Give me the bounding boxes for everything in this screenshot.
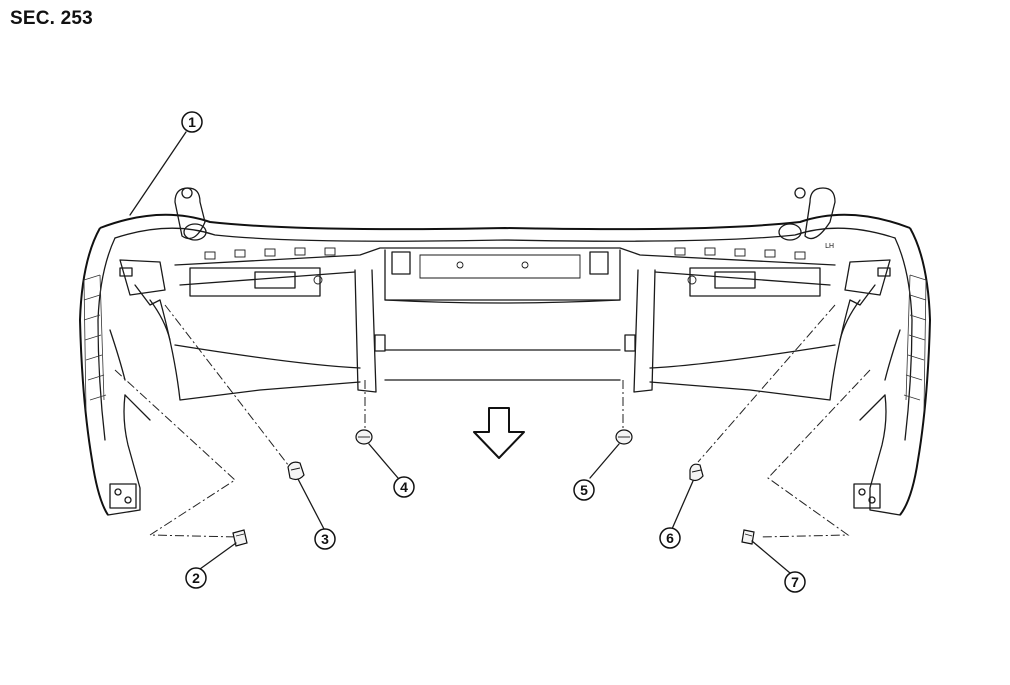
section-label: SEC. 253 [10,8,93,29]
callout-6: 6 [659,527,681,549]
callout-2: 2 [185,567,207,589]
bumper-marking: LH [825,242,834,250]
callout-number-5: 5 [580,482,588,498]
bumper-fascia: LH [79,187,931,516]
callout-number-7: 7 [791,574,799,590]
parking-sensor-right-corner [689,463,704,482]
guide-lines [114,304,871,538]
callout-number-3: 3 [321,531,329,547]
callout-number-1: 1 [188,114,196,130]
callout-number-2: 2 [192,570,200,586]
callout-7: 7 [784,571,806,593]
parking-sensor-center-right [615,429,633,445]
corner-sensor-clip-left [232,529,248,547]
callout-4: 4 [393,476,415,498]
callout-number-4: 4 [400,479,408,495]
sensor-parts [232,429,755,547]
parking-sensor-left-corner [287,461,305,481]
callout-1: 1 [181,111,203,133]
callout-number-6: 6 [666,530,674,546]
parking-sensor-center-left [355,429,373,445]
callout-3: 3 [314,528,336,550]
corner-sensor-clip-right [741,529,755,545]
callout-5: 5 [573,479,595,501]
leader-lines [129,131,791,574]
down-arrow-icon [473,407,525,459]
